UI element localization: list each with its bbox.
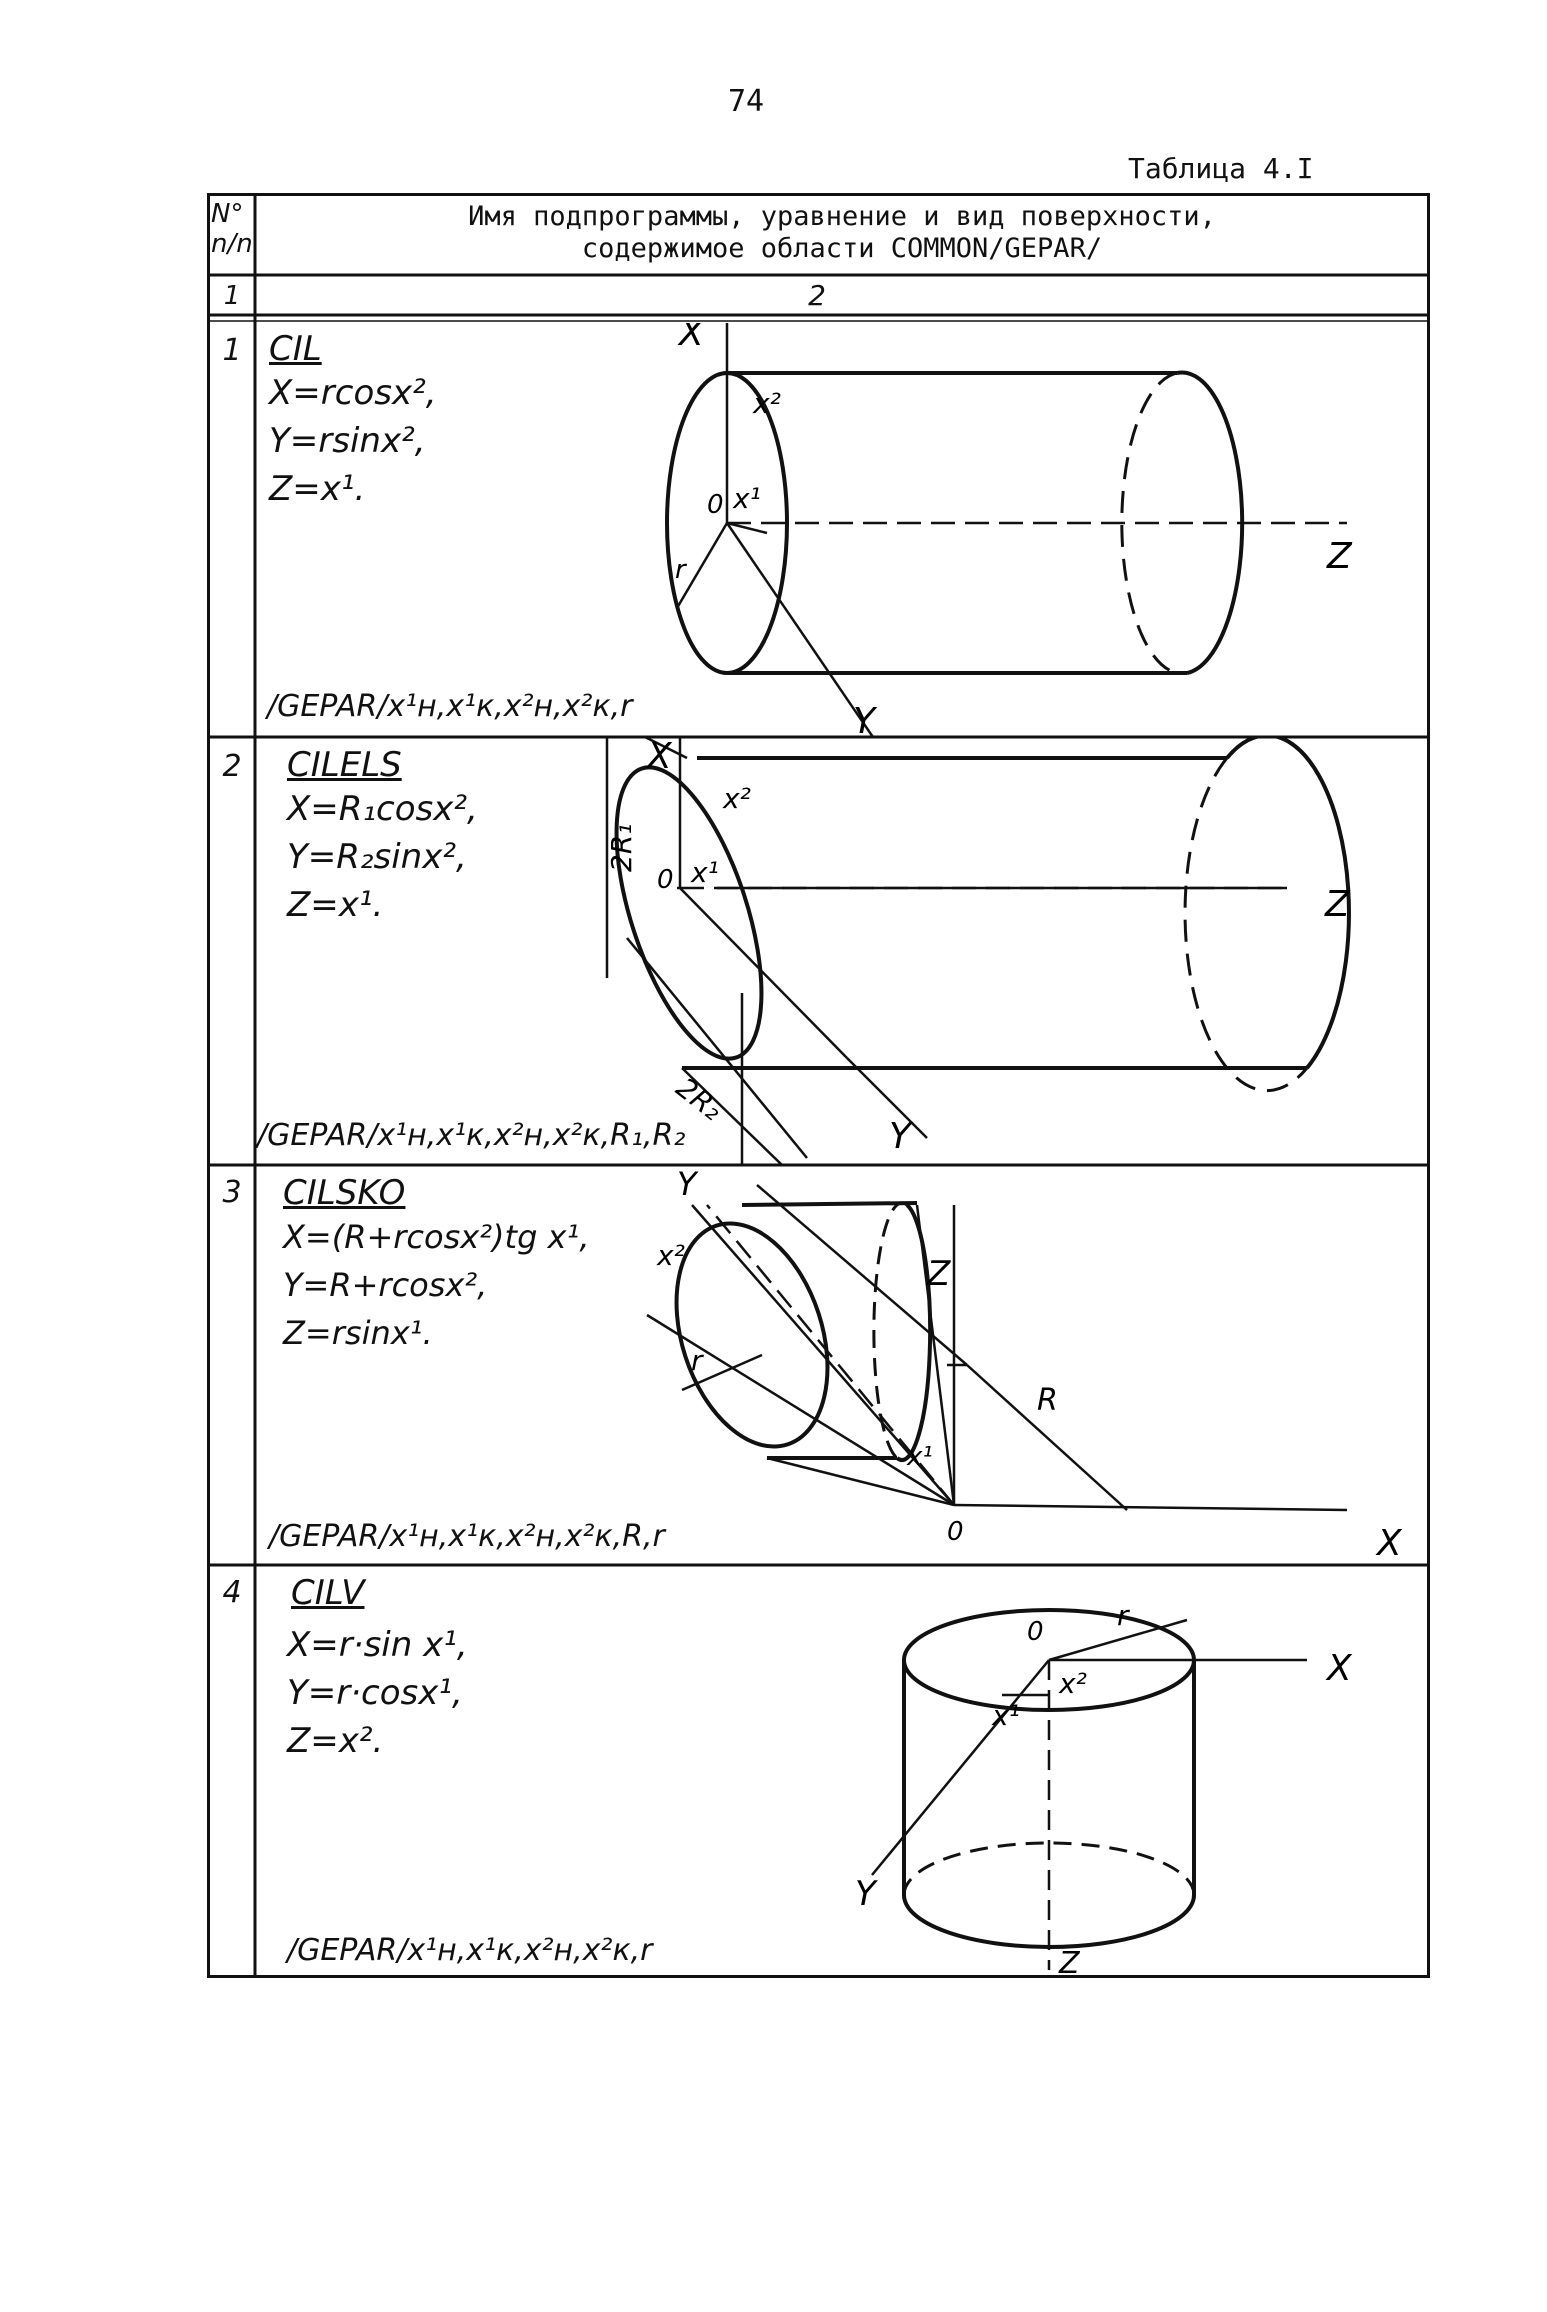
formula-x: X=R₁cosx²,: [287, 789, 478, 829]
formula-y: Y=r·cosx¹,: [287, 1673, 463, 1713]
header-index-2: 2: [808, 279, 826, 312]
y-axis-label: Y: [853, 701, 878, 737]
subroutine-name: CILV: [291, 1573, 365, 1613]
formula-block: X=rcosx², Y=rsinx², Z=x¹.: [269, 369, 437, 513]
x-axis-label: X: [1375, 1523, 1403, 1564]
page-number: 74: [728, 84, 765, 119]
y-axis-label: Y: [677, 1165, 699, 1203]
bottom-ellipse-back: [902, 1841, 1196, 1896]
top-generatrix: [741, 1201, 918, 1207]
row-number: 2: [222, 749, 242, 784]
row-number: 3: [222, 1175, 242, 1210]
z-axis-label: Z: [1058, 1946, 1081, 1977]
dim-2r2-label: 2R₂: [670, 1071, 729, 1127]
origin-label: 0: [947, 1517, 964, 1547]
back-ellipse-visible: [895, 1203, 933, 1462]
front-ellipse: [614, 765, 764, 1061]
header-number-label: N°: [211, 199, 244, 229]
formula-y: Y=R₂sinx²,: [287, 837, 467, 877]
skewed-cylinder-diagram: Z X Y 0 r R x¹ x²: [646, 1165, 1403, 1564]
x1-label: x¹: [690, 856, 719, 889]
front-ellipse: [674, 1221, 830, 1449]
header-title-line2: содержимое области COMMON/GEPAR/: [581, 233, 1103, 264]
formula-block: X=(R+rcosx²)tg x¹, Y=R+rcosx², Z=rsinx¹.: [283, 1213, 589, 1357]
z-axis-label: Z: [1324, 884, 1351, 925]
formula-x: X=r·sin x¹,: [287, 1625, 468, 1665]
formula-x: X=rcosx²,: [269, 373, 437, 413]
x1-label: x¹: [732, 482, 761, 515]
gepar-list: /GEPAR/x¹н,x¹к,x²н,x²к,R,r: [269, 1519, 665, 1554]
dim-2r1-label: 2R₁: [605, 824, 638, 873]
r-dimension: [966, 1364, 1128, 1511]
header-title-line1: Имя подпрограммы, уравнение и вид поверх…: [468, 201, 1216, 232]
x-axis-label: X: [1325, 1648, 1353, 1689]
y-axis: [871, 1659, 1050, 1876]
formula-block: X=R₁cosx², Y=R₂sinx², Z=x¹.: [287, 785, 478, 929]
table-grid: [207, 193, 1430, 1978]
table-caption: Таблица 4.I: [1128, 152, 1314, 185]
x1-label: x¹: [991, 1699, 1020, 1732]
subroutine-table: N° n/n Имя подпрограммы, уравнение и вид…: [207, 193, 1430, 1978]
z-axis-label: Z: [926, 1254, 951, 1294]
header-index-1: 1: [223, 281, 241, 311]
y-axis-label: Y: [889, 1116, 914, 1157]
x2-label: x²: [656, 1239, 685, 1272]
cylinder-diagram: X Z Y 0 r x¹ x²: [665, 323, 1353, 737]
origin-label: 0: [707, 490, 724, 520]
subroutine-name: CIL: [269, 329, 322, 369]
formula-x: X=(R+rcosx²)tg x¹,: [283, 1218, 590, 1256]
y-axis-label: Y: [855, 1874, 878, 1914]
radius-line: [681, 1353, 763, 1392]
big-r-label: R: [1037, 1383, 1058, 1418]
formula-z: Z=x¹.: [269, 469, 366, 509]
row-number: 4: [222, 1575, 242, 1610]
elliptic-cylinder-diagram: X Z Y 0 x¹ x² 2R₁ 2R₂: [605, 738, 1351, 1165]
header-nn-label: n/n: [211, 229, 253, 259]
formula-block: X=r·sin x¹, Y=r·cosx¹, Z=x².: [287, 1621, 468, 1765]
subroutine-name: CILSKO: [283, 1173, 406, 1213]
back-ellipse-hidden: [1183, 757, 1309, 1093]
gepar-list: /GEPAR/x¹н,x¹к,x²н,x²к,R₁,R₂: [257, 1118, 686, 1153]
z-axis-label: Z: [1326, 536, 1353, 577]
y-axis: [691, 1204, 955, 1506]
vertical-cylinder-diagram: X Z Y 0 r x¹ x²: [855, 1599, 1353, 1977]
formula-z: Z=x².: [287, 1721, 384, 1761]
x2-label: x²: [752, 387, 781, 420]
y-axis: [725, 522, 875, 737]
x-axis-label: X: [677, 323, 705, 354]
back-ellipse-visible: [1176, 370, 1245, 675]
radius-label: r: [691, 1344, 704, 1377]
back-ellipse-hidden: [872, 1201, 908, 1460]
gepar-list: /GEPAR/x¹н,x¹к,x²н,x²к,r: [287, 1933, 653, 1968]
subroutine-name: CILELS: [287, 745, 402, 785]
radius-line: [675, 522, 729, 609]
formula-y: Y=rsinx²,: [269, 421, 426, 461]
y-axis: [679, 887, 848, 1059]
back-ellipse-hidden: [1120, 371, 1188, 675]
x2-label: x²: [1058, 1667, 1087, 1700]
header-title: Имя подпрограммы, уравнение и вид поверх…: [255, 201, 1429, 275]
header-number-col: N° n/n: [211, 199, 253, 259]
formula-y: Y=R+rcosx²,: [283, 1266, 488, 1304]
formula-z: Z=rsinx¹.: [283, 1314, 433, 1352]
origin-label: 0: [1027, 1617, 1044, 1647]
x-axis: [953, 1503, 1348, 1512]
gepar-list: /GEPAR/x¹н,x¹к,x²н,x²к,r: [267, 689, 633, 724]
x2-label: x²: [722, 782, 751, 815]
origin-label: 0: [657, 865, 674, 895]
row-number: 1: [222, 333, 242, 368]
x-axis-label: X: [645, 738, 673, 777]
radius-line: [1048, 1618, 1188, 1662]
radius-label: r: [1117, 1599, 1130, 1632]
x1-label: x¹: [906, 1442, 933, 1472]
radius-label: r: [675, 555, 688, 585]
back-ellipse-visible: [1225, 738, 1351, 1070]
formula-z: Z=x¹.: [287, 885, 384, 925]
dimension-2r2: [626, 937, 808, 1159]
